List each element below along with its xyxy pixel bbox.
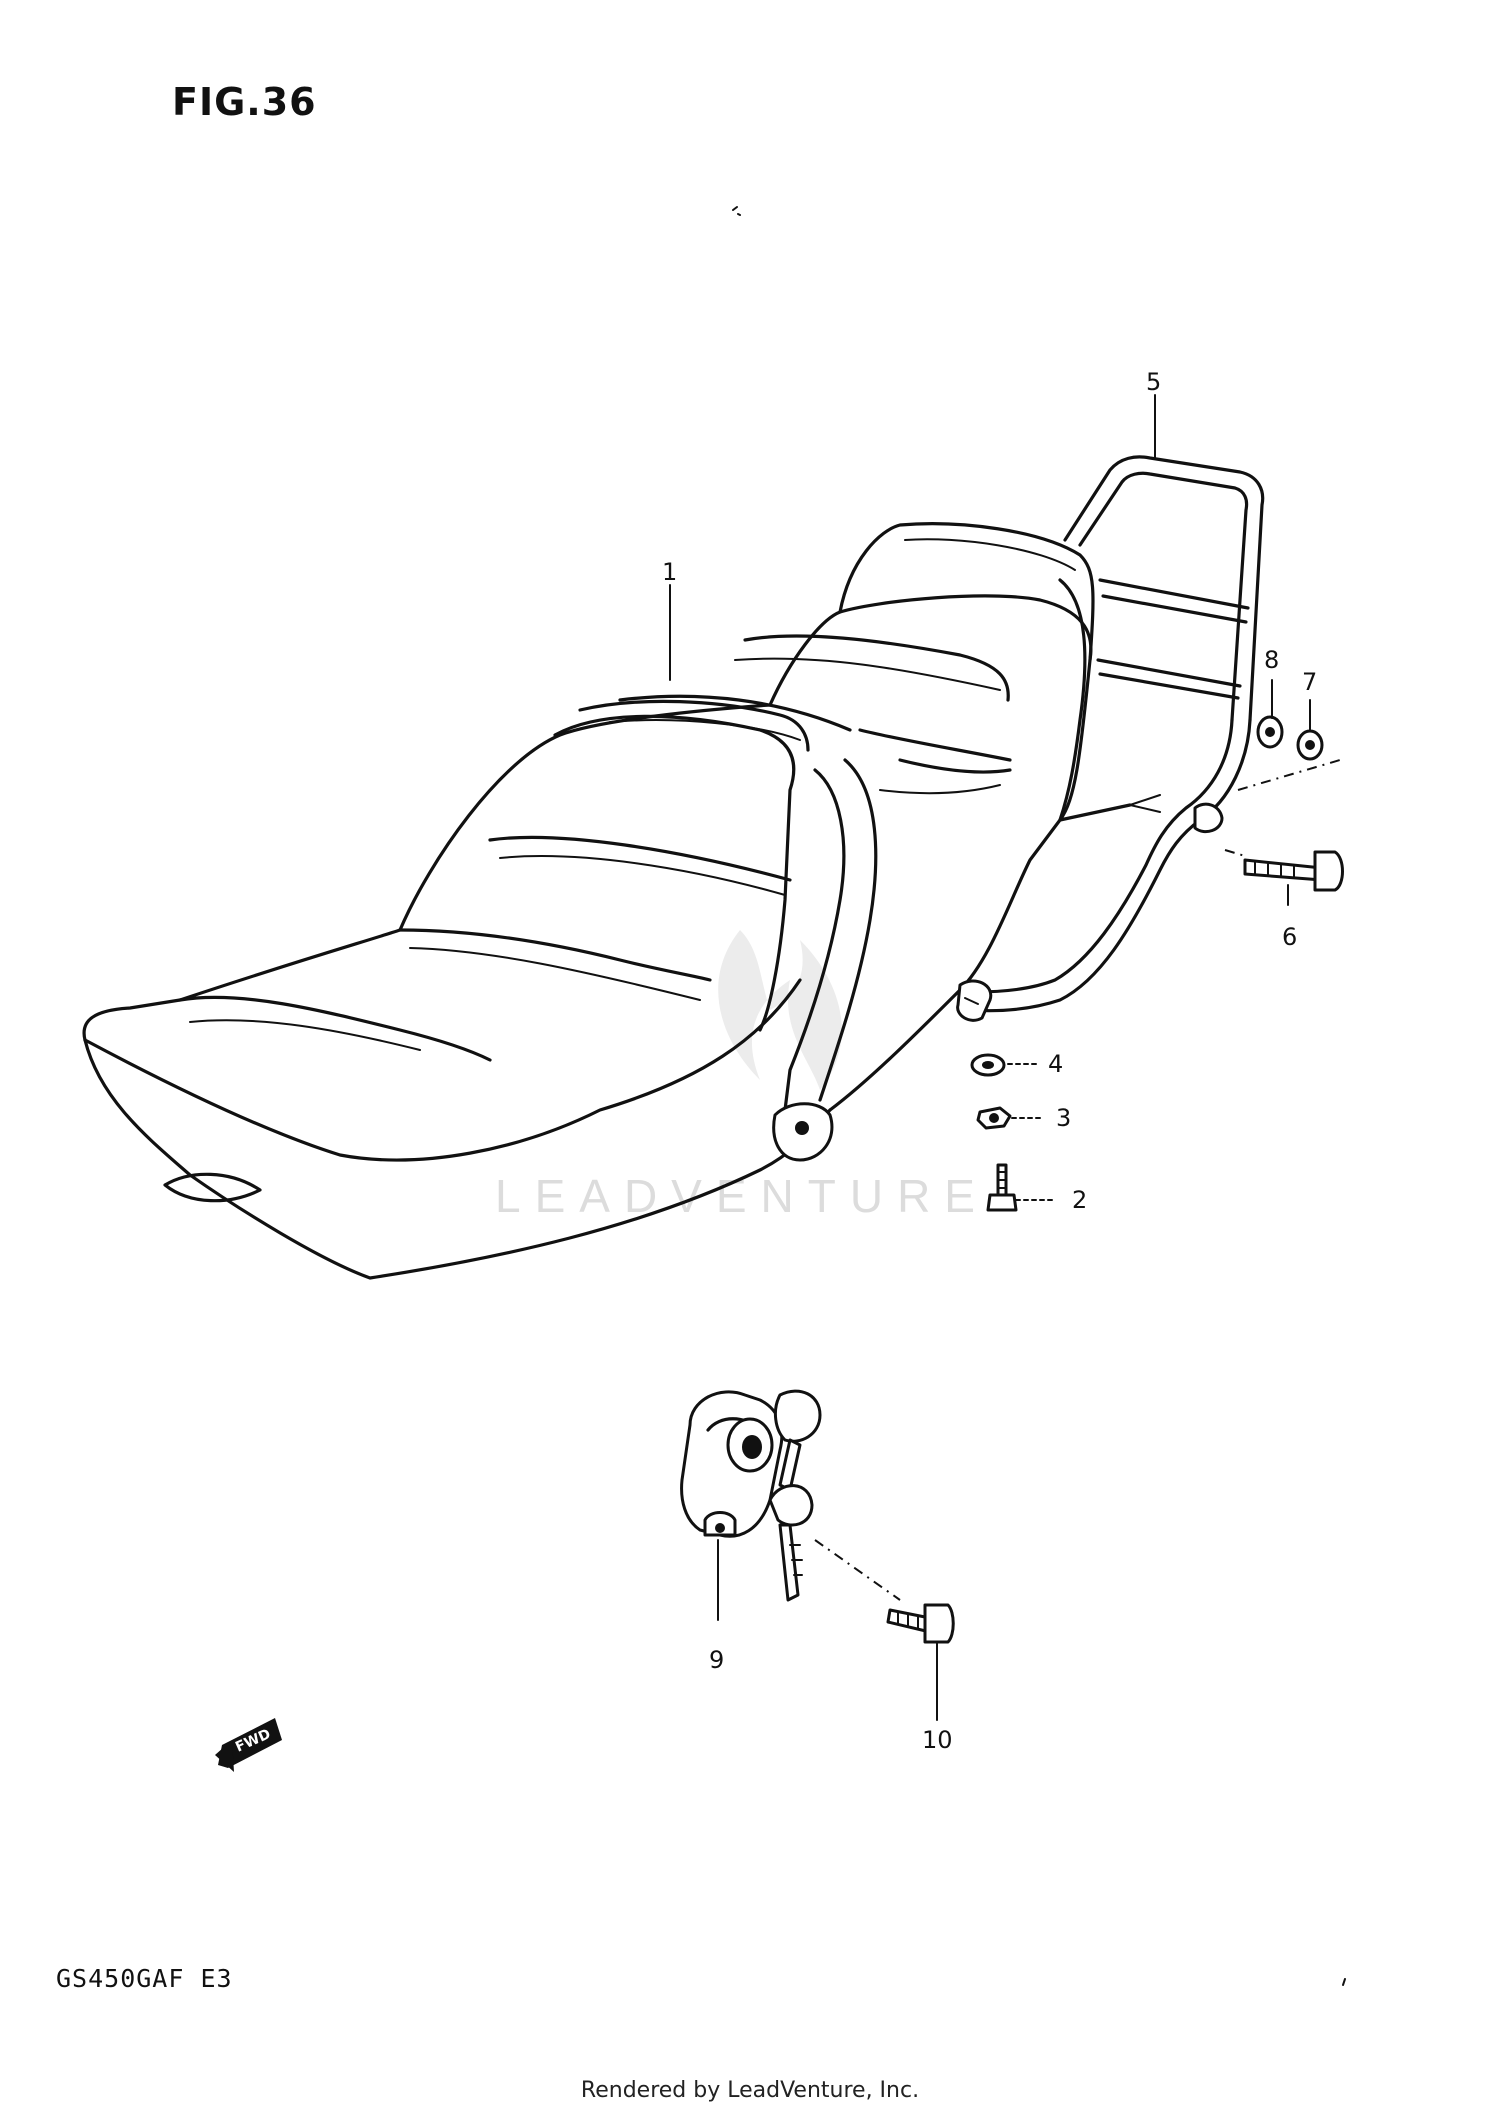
callout-7: 7 [1302, 668, 1317, 696]
model-code: GS450GAF E3 [56, 1964, 233, 1993]
callout-labels: 1 2 3 4 5 6 7 8 9 10 [662, 368, 1317, 1754]
callout-6: 6 [1282, 923, 1297, 951]
leader-lines [669, 394, 1311, 1721]
speck [1342, 1978, 1346, 1986]
watermark-text: LEADVENTURE [495, 1170, 989, 1222]
watermark: LEADVENTURE [495, 930, 989, 1222]
callout-8: 8 [1264, 646, 1279, 674]
seat-rail-drawing [956, 455, 1341, 1022]
callout-10: 10 [922, 1726, 953, 1754]
seat-lock-drawing [680, 1389, 955, 1644]
hardware-drawing [970, 715, 1344, 1212]
callout-2: 2 [1072, 1186, 1087, 1214]
figure-title: FIG.36 [172, 80, 317, 124]
forward-direction-arrow: FWD [215, 1718, 282, 1772]
callout-5: 5 [1146, 368, 1161, 396]
seat-drawing [82, 522, 1132, 1280]
callout-4: 4 [1048, 1050, 1063, 1078]
callout-9: 9 [709, 1646, 724, 1674]
render-credit: Rendered by LeadVenture, Inc. [580, 2078, 920, 2103]
callout-3: 3 [1056, 1104, 1071, 1132]
speck [732, 206, 741, 216]
callout-1: 1 [662, 558, 677, 586]
